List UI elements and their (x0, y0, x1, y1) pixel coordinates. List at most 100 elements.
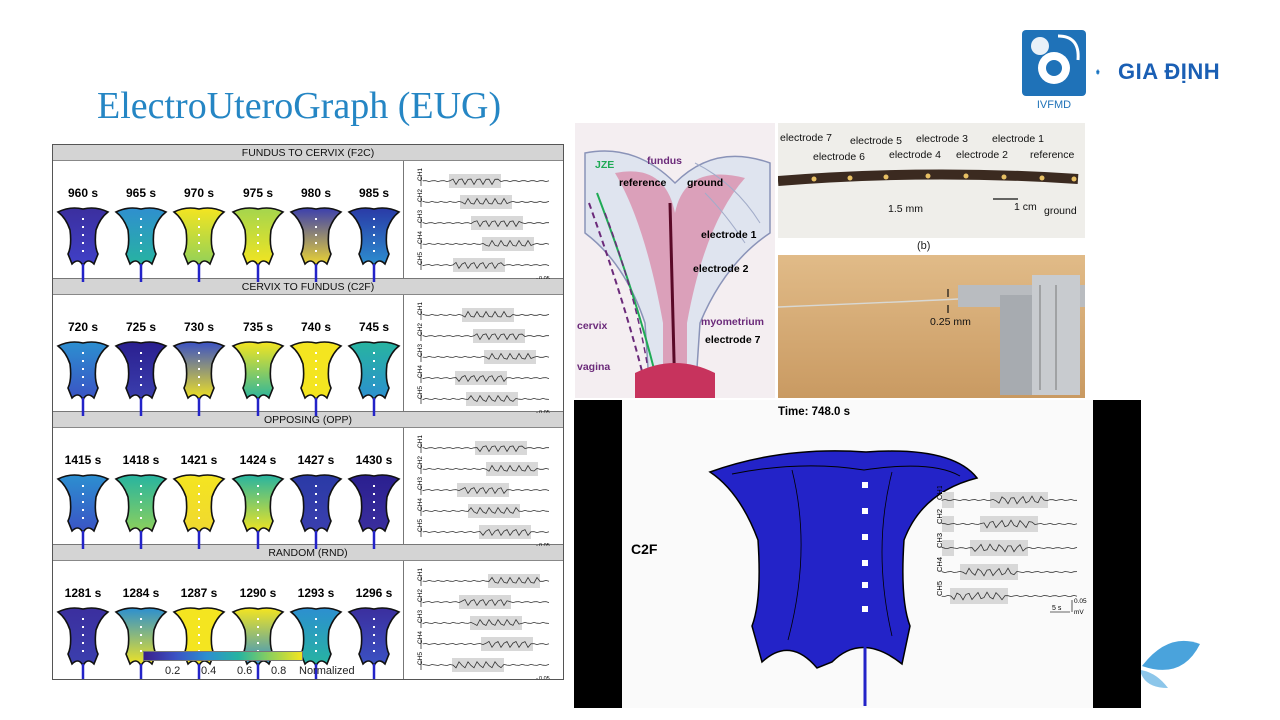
channel-label: CH3 (417, 477, 424, 490)
scale-amp-label: 0.05 (539, 676, 550, 679)
uterus-heatmap (56, 341, 110, 416)
label-electrode-2: electrode 2 (693, 263, 749, 275)
channel-label: CH4 (417, 498, 424, 511)
uterus-heatmap (347, 607, 401, 679)
pattern-label: C2F (631, 541, 658, 557)
time-label: 735 s (242, 320, 274, 334)
channel-label: CH4 (417, 631, 424, 644)
label-spacing-big: 1 cm (1014, 201, 1037, 213)
label-electrode-2: electrode 2 (956, 149, 1008, 161)
channel-label: CH4 (417, 231, 424, 244)
channel-label: CH3 (935, 533, 944, 548)
colorbar-tick: 0.6 (237, 665, 253, 677)
channel-label: CH1 (935, 486, 944, 500)
time-label: 960 s (67, 186, 99, 200)
colorbar-tick: 0.2 (165, 665, 181, 677)
time-label: 1293 s (297, 586, 335, 600)
label-electrode-3: electrode 3 (916, 133, 968, 145)
section-title: RANDOM (RND) (53, 545, 563, 561)
uterus-heatmap (289, 341, 343, 416)
electrode-drawing (778, 123, 1085, 238)
colorbar (143, 651, 303, 661)
time-label: 1296 s (355, 586, 393, 600)
channel-label: CH3 (417, 344, 424, 357)
channel-label: CH2 (417, 189, 424, 202)
time-label: 1424 s (239, 453, 277, 467)
gia-dinh-logo-icon (1096, 69, 1100, 75)
uterus-heatmap (347, 474, 401, 549)
time-label: 965 s (125, 186, 157, 200)
c2f-video-panel (574, 400, 1141, 708)
channel-label: CH2 (935, 509, 944, 524)
label-electrode-1: electrode 1 (701, 229, 757, 241)
time-label: 970 s (183, 186, 215, 200)
scale-amp-label: 0.05 (539, 276, 550, 279)
channel-label: CH5 (417, 252, 424, 265)
channel-label: CH1 (417, 435, 424, 448)
scale-unit-label: mV (1074, 609, 1084, 616)
time-label: 740 s (300, 320, 332, 334)
slide-title: ElectroUteroGraph (EUG) (97, 85, 502, 127)
time-label: 1284 s (122, 586, 160, 600)
uterus-heatmap (172, 207, 226, 282)
time-label: 1427 s (297, 453, 335, 467)
label-ground: ground (1044, 205, 1077, 217)
time-label: 1415 s (64, 453, 102, 467)
section-title: CERVIX TO FUNDUS (C2F) (53, 279, 563, 295)
uterus-heatmap (289, 607, 343, 679)
uterus-heatmap (114, 607, 168, 679)
scale-time-label: 5 s (1052, 605, 1062, 612)
label-electrode-7: electrode 7 (780, 132, 832, 144)
uterus-heatmap (56, 607, 110, 679)
video-frame (622, 400, 1093, 708)
channel-label: CH5 (417, 519, 424, 532)
channel-label: CH5 (935, 581, 944, 596)
section-title: FUNDUS TO CERVIX (F2C) (53, 145, 563, 161)
uterus-heatmap (56, 207, 110, 282)
uterus-heatmap (347, 207, 401, 282)
uterus-anatomy-illustration: JZE fundus reference ground electrode 1 … (575, 123, 775, 398)
label-diameter: 0.25 mm (930, 316, 971, 328)
channel-label: CH1 (417, 168, 424, 181)
label-reference: reference (1030, 149, 1075, 161)
channel-label: CH5 (417, 652, 424, 665)
scale-amp-label: 0.05 (1074, 598, 1087, 605)
time-label: 1418 s (122, 453, 160, 467)
channel-label: CH3 (417, 610, 424, 623)
label-electrode-1: electrode 1 (992, 133, 1044, 145)
channel-label: CH2 (417, 456, 424, 469)
uterus-3d-model (708, 450, 979, 706)
ivfmd-logo: IVFMD (1022, 30, 1086, 111)
label-cervix: cervix (577, 320, 608, 332)
caliper-photo: 0.25 mm (778, 255, 1085, 398)
label-electrode-4: electrode 4 (889, 149, 941, 161)
label-vagina: vagina (577, 361, 611, 373)
uterus-heatmap (172, 341, 226, 416)
colorbar-label: Normalized (299, 665, 355, 677)
label-ground: ground (687, 177, 724, 189)
video-time: Time: 748.0 s (778, 406, 851, 418)
time-label: 1421 s (180, 453, 218, 467)
colorbar-tick: 0.8 (271, 665, 287, 677)
uterus-heatmap (172, 474, 226, 549)
anatomy-drawing (575, 123, 775, 398)
channel-label: CH4 (417, 365, 424, 378)
uterus-heatmap (114, 341, 168, 416)
uterus-heatmap (231, 474, 285, 549)
label-reference: reference (619, 177, 667, 189)
uterus-heatmap (347, 341, 401, 416)
time-label: 730 s (183, 320, 215, 334)
uterus-heatmap (114, 474, 168, 549)
uterus-heatmap (231, 341, 285, 416)
channel-label: CH5 (417, 386, 424, 399)
activation-patterns-figure: FUNDUS TO CERVIX (F2C) CERVIX TO FUNDUS … (52, 144, 564, 680)
section-title: OPPOSING (OPP) (53, 412, 563, 428)
uterus-heatmap (289, 207, 343, 282)
channel-label: CH4 (935, 557, 944, 572)
label-electrode-7: electrode 7 (705, 334, 761, 346)
